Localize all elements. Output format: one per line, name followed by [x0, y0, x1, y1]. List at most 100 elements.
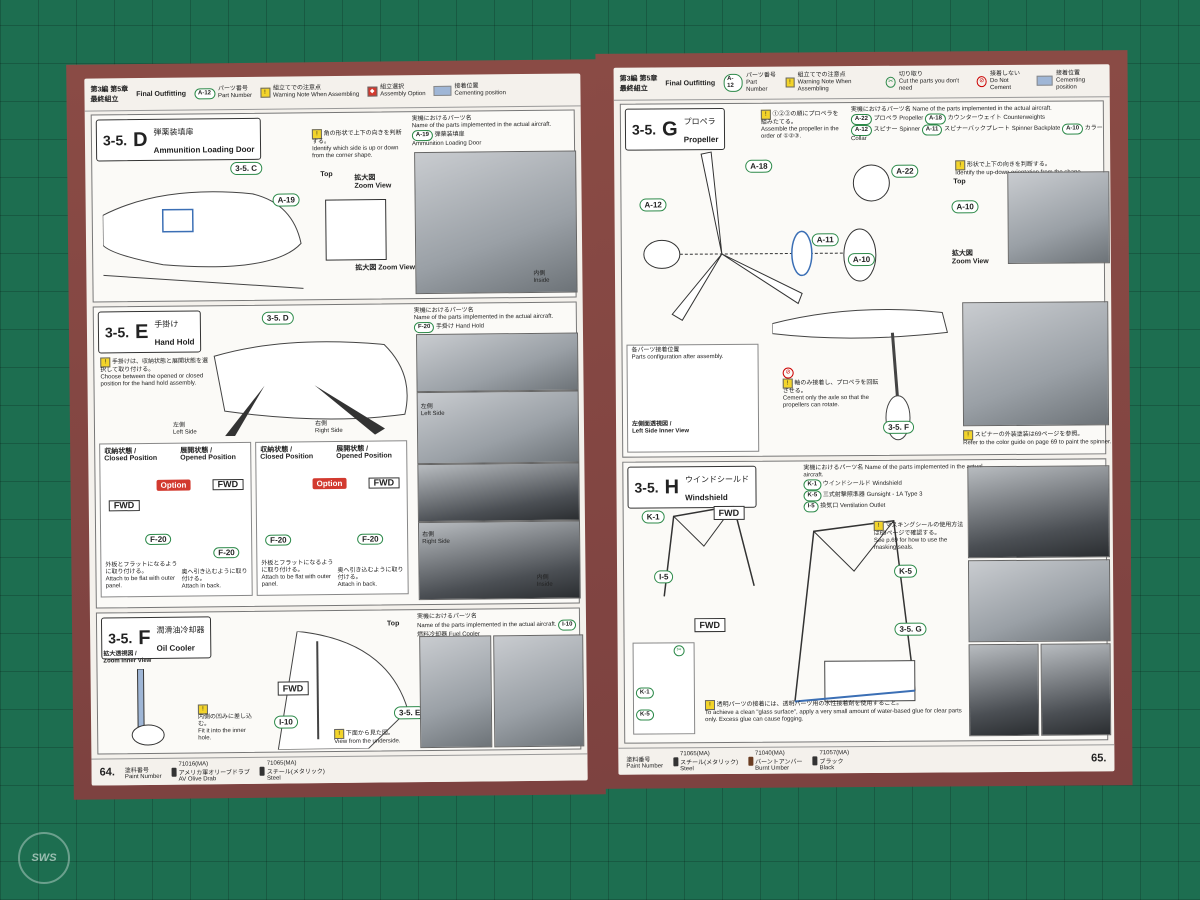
callout-a-19: A-19 [272, 193, 301, 207]
fwd-arrow-right: FWD [368, 477, 400, 489]
warning-icon: ! [963, 430, 974, 441]
zoom-view-label-2: 拡大図 Zoom View [355, 264, 416, 272]
warning-icon: ! [873, 520, 884, 531]
fwd-arrow-h: FWD [713, 505, 745, 521]
left-page-inner: 第3編 第5章 最終組立 Final Outfitting A-12 パーツ番号… [84, 73, 588, 786]
ref-3-5-f: 3-5. F [883, 420, 915, 434]
paint-steel-r: 71065(MA)スチール(メタリック)Steel [673, 750, 738, 772]
left-header: 第3編 第5章 最終組立 Final Outfitting A-12 パーツ番号… [84, 73, 581, 112]
fwd-arrow-f: FWD [277, 681, 309, 696]
callout-k-1: K-1 [641, 510, 665, 524]
parts-name-g: 実機におけるパーツ名 Name of the parts implemented… [850, 105, 1103, 143]
callout-a-18: A-18 [745, 159, 773, 173]
option-badge-left: Option [156, 479, 191, 491]
left-page: 第3編 第5章 最終組立 Final Outfitting A-12 パーツ番号… [66, 59, 606, 800]
photo-ammo-door [414, 150, 578, 295]
photo-cockpit-open [967, 559, 1111, 643]
callout-f-20-c: F-20 [265, 534, 292, 546]
closed-position-left: 収納状態 /Closed Position [104, 448, 158, 463]
ref-3-5-c: 3-5. C [230, 161, 263, 176]
left-chapter: 第3編 第5章 最終組立 [90, 86, 129, 104]
door-zoom-diagram [325, 198, 387, 261]
right-chapter: 第3編 第5章 最終組立 [619, 75, 658, 93]
cut-panel-k-5: K-5 [636, 709, 654, 721]
paint-steel: 71065(MA)スチール(メタリック)Steel [259, 760, 325, 782]
cockpit-windshield-diagram [794, 519, 916, 703]
fwd-arrow-left-2: FWD [212, 478, 244, 491]
warning-icon: ! [311, 129, 322, 140]
option-badge-right: Option [312, 477, 347, 490]
page-number-right: 65. [1091, 752, 1107, 765]
photo-oil-cooler-2 [493, 634, 585, 748]
warning-icon: ! [704, 700, 716, 711]
fwd-arrow-h-2: FWD [694, 617, 725, 633]
callout-a-11: A-11 [811, 233, 839, 247]
fwd-arrow-left: FWD [108, 500, 140, 512]
top-indicator-g: Top [953, 178, 966, 186]
cementing-swatch-icon [433, 85, 452, 96]
ref-3-5-d: 3-5. D [261, 311, 294, 325]
callout-a-10: A-10 [847, 252, 876, 267]
callout-f-20-d: F-20 [357, 533, 384, 545]
callout-f-20-b: F-20 [213, 547, 240, 559]
note-flat-left: 外板とフラットになるように取り付ける。Attach to be flat wit… [105, 561, 178, 590]
callout-i-5: I-5 [654, 570, 674, 584]
warning-icon: ! [955, 160, 966, 171]
ref-3-5-g: 3-5. G [894, 622, 927, 636]
note-masking-seals: ! マスキングシールの使用方法は69ページで確認する。See p.69 for … [873, 520, 964, 551]
top-indicator-f: Top [387, 620, 400, 628]
cut-icon: ✂ [885, 76, 896, 88]
paint-bottle-icon [673, 756, 679, 766]
right-page-inner: 第3編 第5章 最終組立 Final Outfitting A-12 パーツ番号… [613, 64, 1115, 775]
cementing-swatch-icon [1036, 75, 1054, 86]
cut-parts-panel: ✂ K-1 K-5 [632, 642, 696, 735]
option-icon: ◆ [367, 86, 378, 97]
photo-handhold-1 [416, 332, 579, 393]
warning-icon: ! [259, 87, 271, 98]
note-handhold-option: ! 手掛けは、収納状態と展開状態を選択して取り付ける。Choose betwee… [100, 357, 208, 388]
photo-handhold-left [416, 390, 580, 465]
callout-a-22: A-22 [891, 164, 919, 178]
photo-gunsight [967, 465, 1110, 559]
top-indicator: Top [320, 171, 333, 179]
paint-bottle-icon [812, 755, 818, 765]
warning-icon: ! [785, 77, 795, 88]
note-back-left: 奥へ引き込むように取り付ける。Attach in back. [181, 568, 248, 590]
paint-bottle-icon [171, 767, 177, 777]
page-number-left: 64. [99, 766, 115, 779]
note-flat-right: 外板とフラットになるように取り付ける。Attach to be flat wit… [261, 560, 334, 588]
photo-oil-cooler-1 [419, 635, 493, 749]
callout-a-10-zoom: A-10 [951, 200, 979, 214]
landing-gear-diagram [772, 309, 949, 441]
closed-position-right: 収納状態 /Closed Position [260, 446, 314, 461]
left-side-inner-view-label: 左側面透視図 /Left Side Inner View [632, 421, 690, 435]
paint-bottle-icon [748, 756, 754, 766]
opened-position-right: 展開状態 /Opened Position [336, 445, 392, 460]
warning-icon: ! [760, 109, 771, 120]
